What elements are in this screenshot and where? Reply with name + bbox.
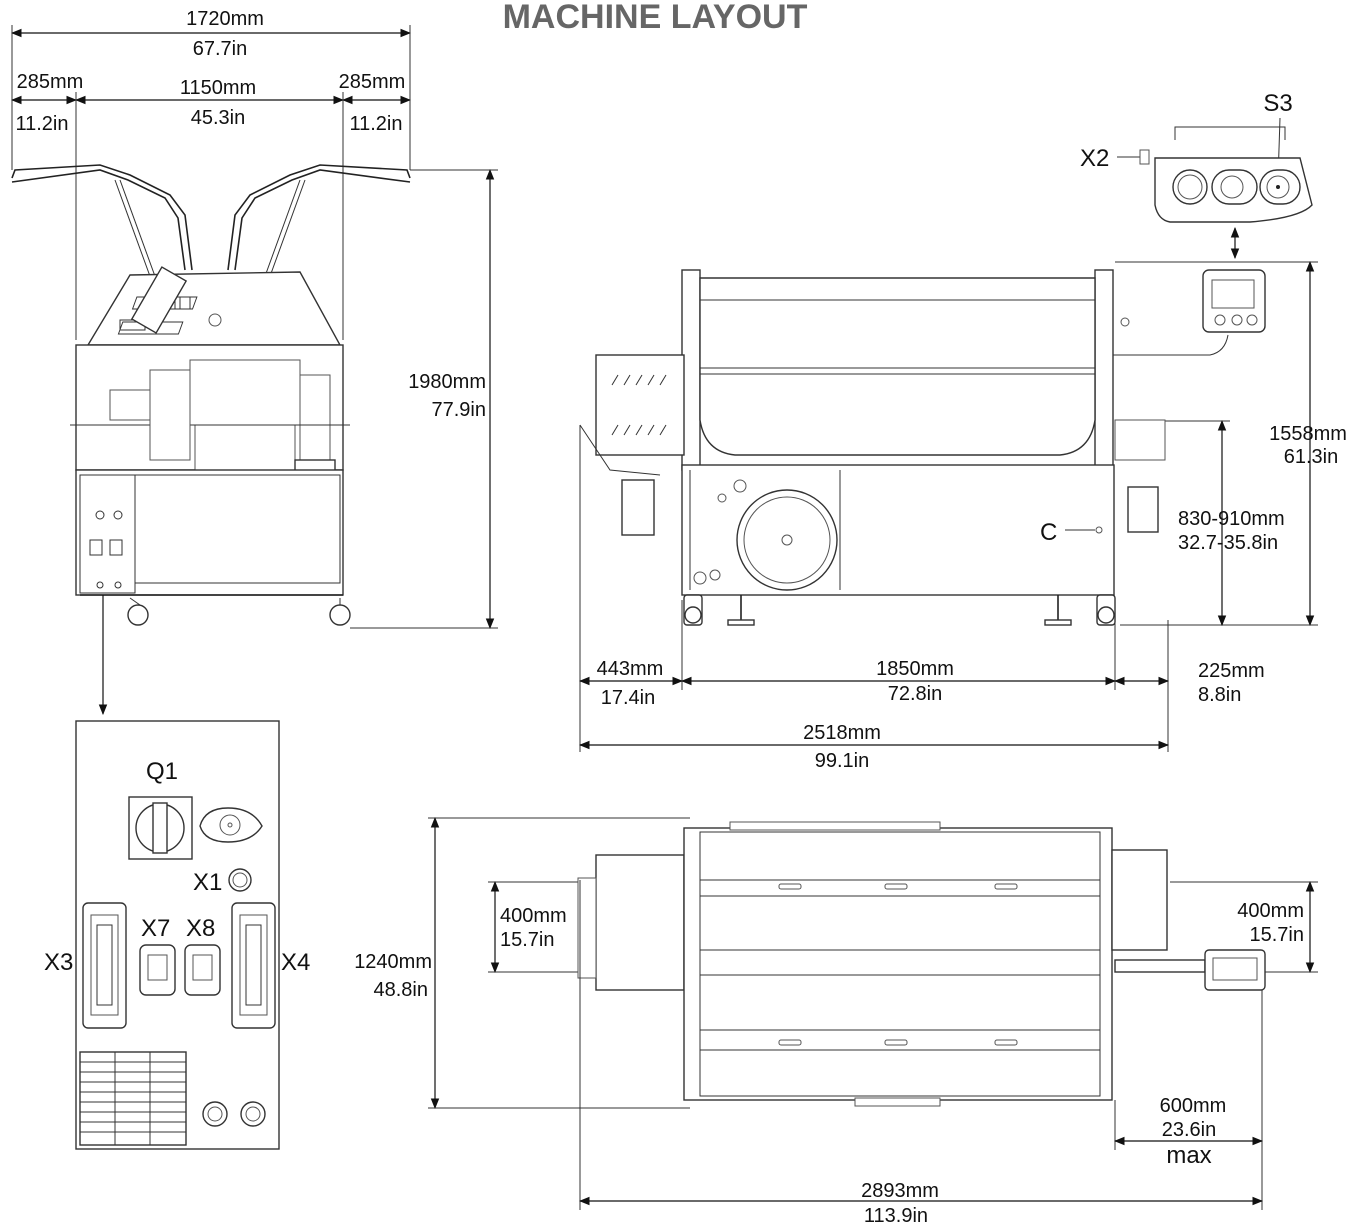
front-wheel-left xyxy=(127,604,149,626)
diagram-title: MACHINE LAYOUT xyxy=(503,0,808,36)
left-length-in: 17.4in xyxy=(601,687,656,709)
work-height-mm: 830-910mm xyxy=(1178,508,1285,530)
reach-in: 23.6in xyxy=(1162,1119,1217,1141)
top-total-mm: 2893mm xyxy=(861,1180,939,1202)
electrical-panel-detail: Q1 X1 X3 X7 X8 X4 xyxy=(44,720,310,1150)
top-total-in: 113.9in xyxy=(864,1205,928,1227)
side-left-mm: 285mm xyxy=(17,71,84,93)
x7-label: X7 xyxy=(141,915,170,942)
middle-length-in: 72.8in xyxy=(888,683,943,705)
top-motor-housing xyxy=(1111,849,1168,951)
right-offset-mm: 400mm xyxy=(1237,900,1304,922)
center-mm: 1150mm xyxy=(180,77,256,99)
motor-left xyxy=(621,479,655,536)
left-offset-mm: 400mm xyxy=(500,905,567,927)
overall-width-mm: 1720mm xyxy=(186,8,264,30)
total-height-in: 61.3in xyxy=(1284,446,1339,468)
total-height-mm: 1558mm xyxy=(1269,423,1347,445)
feed-hopper xyxy=(595,354,685,456)
side-right-mm: 285mm xyxy=(339,71,406,93)
right-length-in: 8.8in xyxy=(1198,684,1241,706)
overall-width-in: 67.7in xyxy=(193,38,248,60)
top-hopper xyxy=(595,854,685,991)
side-view: S3 X2 1558mm 61.3in 830-910mm 32.7-35.8i… xyxy=(578,90,1347,772)
front-lower-cabinet xyxy=(75,469,344,596)
x8-label: X8 xyxy=(186,915,215,942)
x4-label: X4 xyxy=(281,949,310,976)
right-handlebar xyxy=(227,164,411,271)
top-drum-body xyxy=(683,827,1113,1101)
motor-right xyxy=(1127,486,1159,533)
top-view: 1240mm 48.8in 400mm 15.7in 400mm 15.7in xyxy=(354,816,1318,1227)
top-width-mm: 1240mm xyxy=(354,951,432,973)
s3-label: S3 xyxy=(1263,90,1292,117)
left-handlebar xyxy=(11,164,193,271)
height-mm: 1980mm xyxy=(408,371,486,393)
drum-housing xyxy=(699,277,1096,456)
c-label: C xyxy=(1040,519,1057,546)
reach-note: max xyxy=(1166,1142,1211,1169)
ventilation-grille xyxy=(79,1051,187,1146)
height-in: 77.9in xyxy=(432,399,487,421)
total-length-in: 99.1in xyxy=(815,750,870,772)
right-offset-in: 15.7in xyxy=(1250,924,1305,946)
side-left-in: 11.2in xyxy=(15,113,68,135)
x1-label: X1 xyxy=(193,869,222,896)
q1-label: Q1 xyxy=(146,758,178,785)
right-length-mm: 225mm xyxy=(1198,660,1265,682)
side-right-in: 11.2in xyxy=(349,113,402,135)
total-length-mm: 2518mm xyxy=(803,722,881,744)
work-height-in: 32.7-35.8in xyxy=(1178,532,1278,554)
x2-label: X2 xyxy=(1080,145,1109,172)
front-view: 1720mm 67.7in 285mm 11.2in 1150mm 45.3in… xyxy=(10,8,498,630)
reach-mm: 600mm xyxy=(1160,1095,1227,1117)
top-width-in: 48.8in xyxy=(374,979,429,1001)
left-length-mm: 443mm xyxy=(597,658,664,680)
left-offset-in: 15.7in xyxy=(500,929,555,951)
front-wheel-right xyxy=(329,604,351,626)
center-in: 45.3in xyxy=(191,107,246,129)
x3-label: X3 xyxy=(44,949,73,976)
middle-length-mm: 1850mm xyxy=(876,658,954,680)
